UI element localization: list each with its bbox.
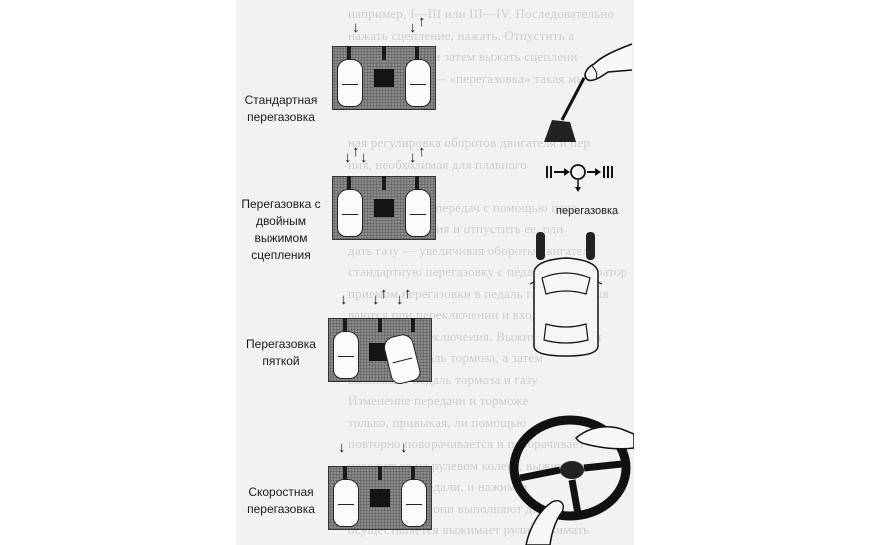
down-arrow-icon: ↓ [396,291,404,308]
background-text-line: ная регулировка оборотов двигателя и пер [348,135,591,150]
right-foot-icon [405,189,431,237]
up-arrow-icon: ↑ [418,143,426,160]
caption-line: Перегазовка [246,337,316,351]
background-text-line: Изменение передачи и торможе [348,393,529,408]
steering-wheel-hands-illustration [509,415,634,545]
up-arrow-icon: ↑ [404,285,412,302]
caption-double-clutch: Перегазовка с двойным выжимом сцепления [236,196,326,264]
left-foot-icon [333,479,359,527]
background-text-line: ния, необходимая для плавного [348,156,528,172]
pedal-diagram-double-clutch [332,176,436,240]
gear-lever-hand-illustration [544,43,633,142]
caption-heel: Перегазовка пяткой [236,336,326,370]
down-arrow-icon: ↓ [409,19,417,36]
background-text-line: только, привыкая, ли помощью [348,414,527,430]
right-foot-icon [401,479,427,527]
down-arrow-icon: ↓ [340,291,348,308]
down-arrow-icon: ↓ [360,149,368,166]
background-text-line: нажать сцепление, нажать. Отпустить а [348,27,575,43]
car-top-view-icon [529,232,603,357]
down-arrow-icon: ↓ [338,439,346,456]
caption-standard: Стандартная перегазовка [236,92,326,126]
book-page: например, I—III или III—IV. Последовател… [236,0,634,545]
pedal-diagram-standard [332,46,436,110]
caption-speed: Скоростная перегазовка [236,484,326,518]
left-foot-icon [337,189,363,237]
background-text-line: дать газу — увеличивая обороты двигателя [348,242,596,258]
caption-line: Скоростная [248,485,314,499]
up-arrow-icon: ↑ [352,143,360,160]
caption-line: перегазовка [247,502,315,516]
pedal-diagram-heel [328,318,432,386]
brake-pedal [374,199,394,217]
pedal-diagram-speed [328,466,432,530]
up-arrow-icon: ↑ [380,285,388,302]
caption-line: сцепления [251,248,311,262]
brake-pedal [370,489,390,507]
down-arrow-icon: ↓ [344,149,352,166]
left-foot-icon [333,331,359,379]
left-foot-icon [337,59,363,107]
right-foot-icon [405,59,431,107]
down-arrow-icon: ↓ [409,149,417,166]
caption-line: Стандартная [244,93,318,107]
caption-line: двойным [255,214,307,228]
caption-line: пяткой [262,354,300,368]
brake-pedal [374,69,394,87]
up-arrow-icon: ↑ [418,13,426,30]
right-foot-icon [381,332,423,386]
shift-pattern-diagram [546,164,613,192]
caption-line: Перегазовка с [241,197,321,211]
caption-line: перегазовка [247,110,315,124]
shift-label: перегазовка [556,205,619,217]
down-arrow-icon: ↓ [400,439,408,456]
down-arrow-icon: ↓ [372,291,380,308]
caption-line: выжимом [254,231,308,245]
down-arrow-icon: ↓ [352,19,360,36]
background-text-line: например, I—III или III—IV. Последовател… [348,6,615,21]
